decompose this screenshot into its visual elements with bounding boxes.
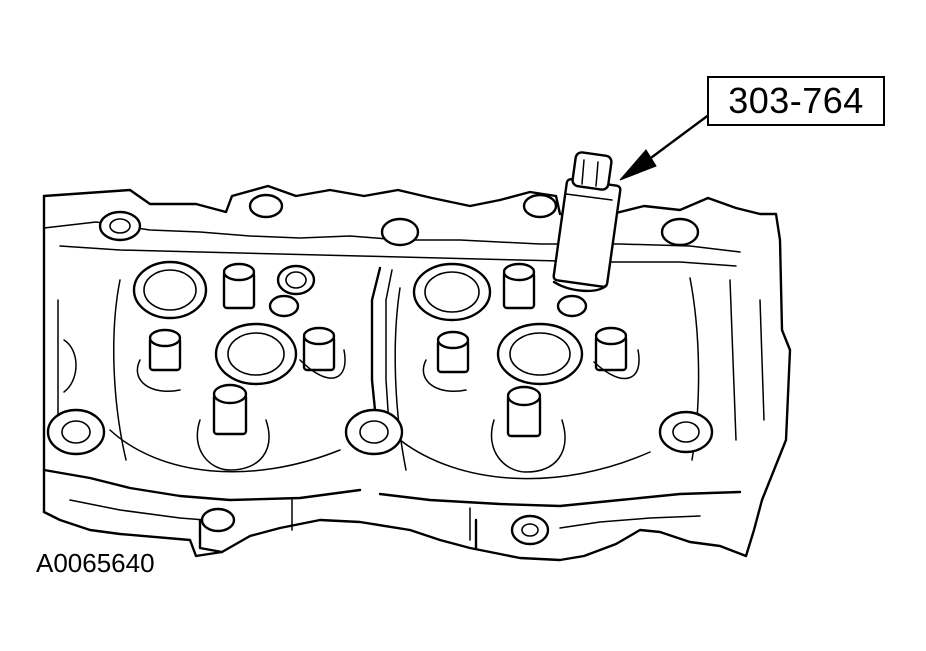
valve-guide-bosses [136, 262, 640, 473]
bolt-holes [46, 193, 714, 546]
callout-leader-arrow [619, 112, 712, 181]
valve-pockets-right [412, 262, 588, 386]
valve-guide-installer-tool [552, 151, 622, 293]
valve-pockets-left [132, 260, 316, 386]
tool-number-callout: 303-764 [707, 76, 885, 126]
cylinder-head-casting [42, 184, 792, 562]
tool-number-label: 303-764 [728, 80, 864, 121]
figure-reference-id: A0065640 [36, 548, 155, 578]
